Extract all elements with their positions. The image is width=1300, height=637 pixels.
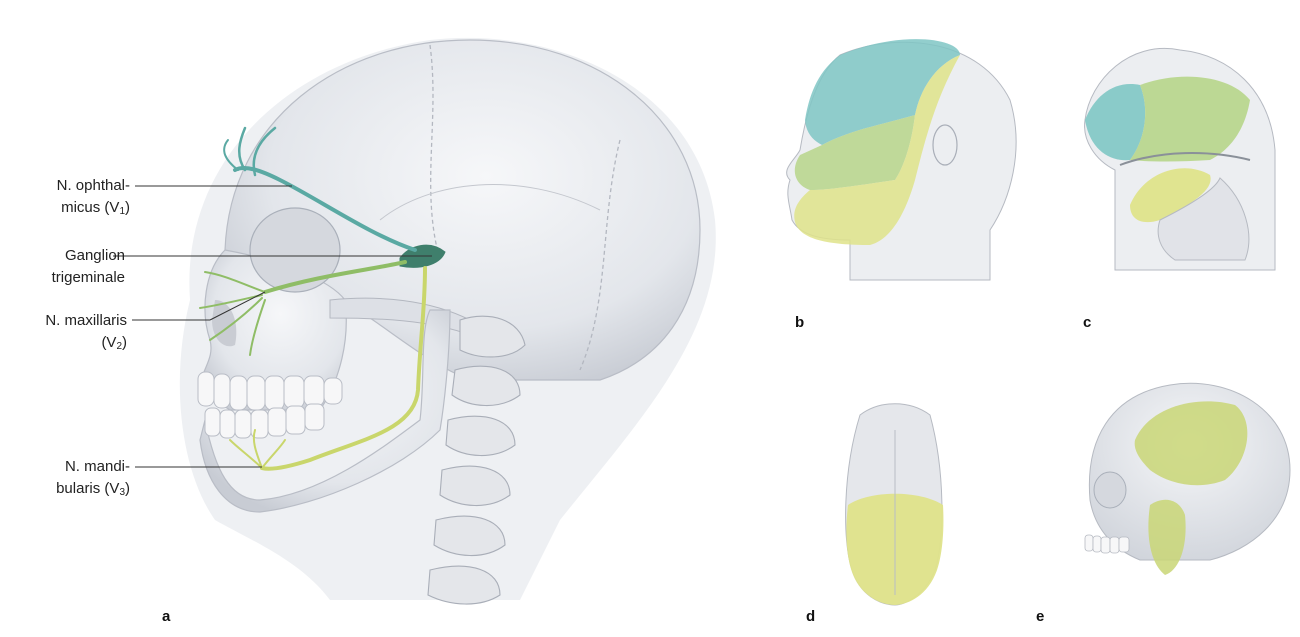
label-ganglion-line1: Ganglion [65, 247, 125, 264]
panel-letter-b: b [795, 314, 804, 331]
masseter-muscle [1148, 500, 1185, 575]
panel-letter-a: a [162, 608, 170, 625]
label-maxillaris-line1: N. maxillaris [45, 312, 127, 329]
panel-a-illustration [113, 38, 716, 604]
panel-letter-e: e [1036, 608, 1044, 625]
label-maxillaris-close: ) [122, 334, 127, 351]
label-mandibularis-line1: N. mandi- [65, 458, 130, 475]
label-maxillaris-line2: (V [101, 334, 116, 351]
label-ophthalmicus-line1: N. ophthal- [57, 177, 130, 194]
panel-b-illustration [787, 39, 1016, 280]
label-mandibularis-close: ) [125, 480, 130, 497]
panel-letter-c: c [1083, 314, 1091, 331]
orbit [250, 208, 340, 292]
panel-e-illustration [1085, 383, 1290, 575]
label-ophthalmicus-close: ) [125, 199, 130, 216]
label-mandibularis: N. mandi- bularis (V3) [20, 456, 130, 504]
orbit-e [1094, 472, 1126, 508]
panel-c-illustration [1085, 48, 1275, 270]
label-ganglion-line2: trigeminale [52, 269, 125, 286]
panel-d-illustration [846, 404, 944, 605]
teeth-e [1085, 535, 1129, 553]
label-mandibularis-line2: bularis (V [56, 480, 119, 497]
label-ophthalmicus: N. ophthal- micus (V1) [20, 175, 130, 223]
label-maxillaris: N. maxillaris (V2) [20, 310, 127, 358]
label-ophthalmicus-line2: micus (V [61, 199, 119, 216]
panel-letter-d: d [806, 608, 815, 625]
label-ganglion: Ganglion trigeminale [20, 245, 125, 289]
